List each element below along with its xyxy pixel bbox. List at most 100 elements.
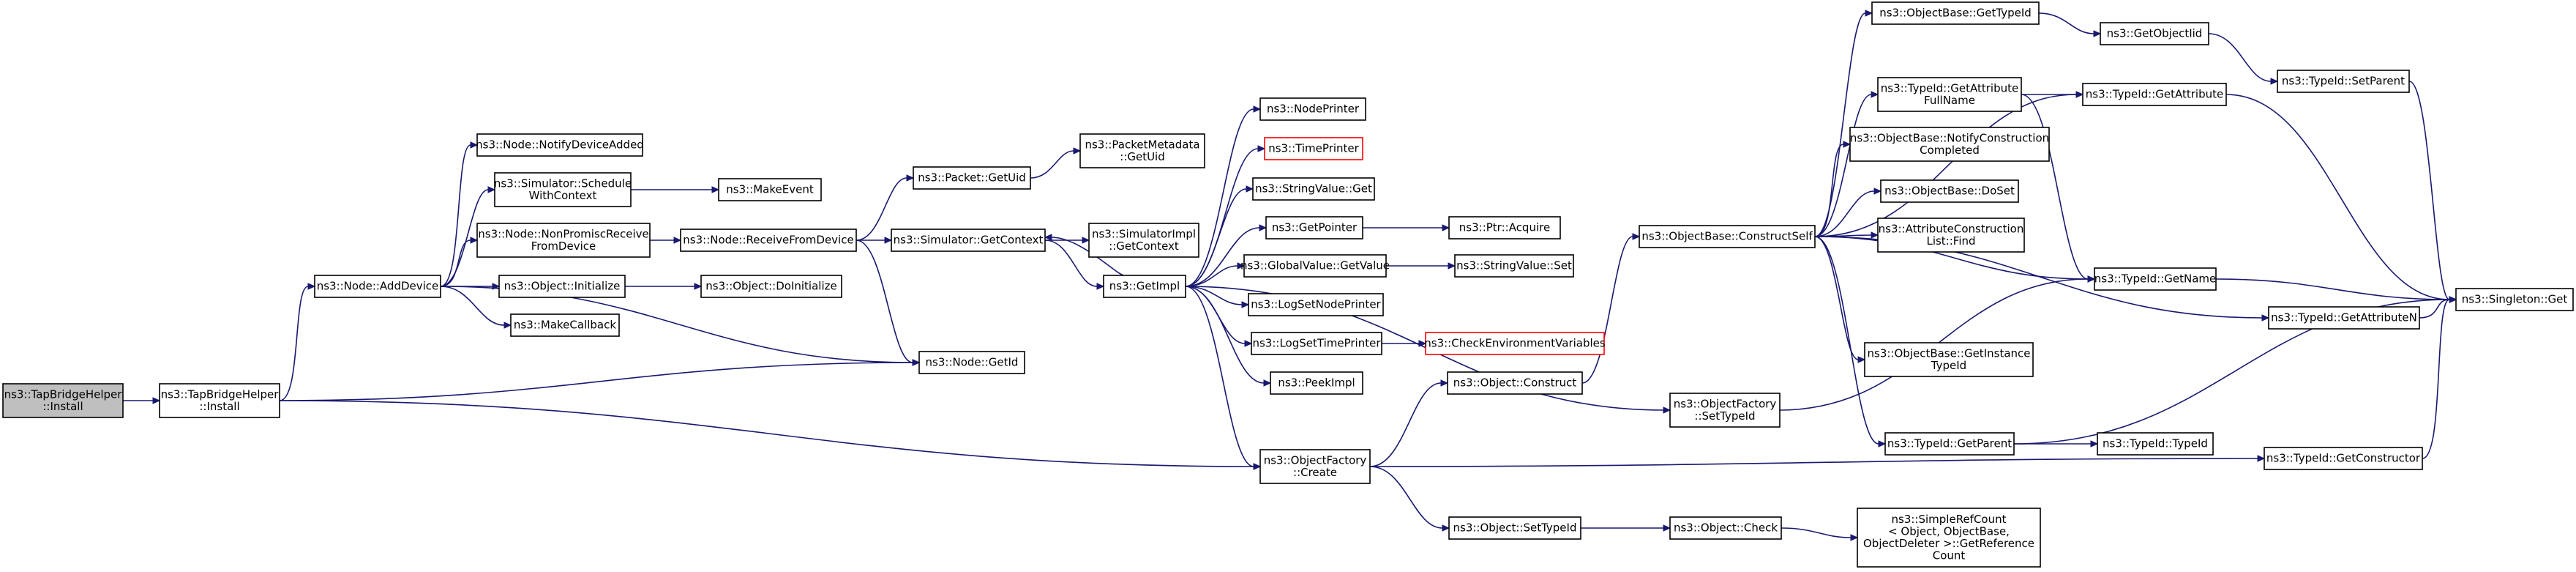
node-box [1669, 516, 1782, 540]
node-label: ns3::TimePrinter [1268, 142, 1359, 155]
node-box [2268, 306, 2420, 330]
node-objconstruct[interactable]: ns3::Object::Construct [1447, 371, 1583, 395]
call-edge [279, 286, 309, 401]
node-getuid[interactable]: ns3::Packet::GetUid [913, 166, 1031, 190]
node-getattributen[interactable]: ns3::TypeId::GetAttributeN [2268, 306, 2420, 330]
node-getattribute[interactable]: ns3::TypeId::GetAttribute [2082, 83, 2227, 106]
edge-arrowhead [1263, 379, 1272, 387]
node-box [1880, 179, 2019, 203]
node-basegettypeid[interactable]: ns3::ObjectBase::GetTypeId [1871, 1, 2040, 25]
node-setparent[interactable]: ns3::TypeId::SetParent [2277, 70, 2410, 93]
edge-arrowhead [1073, 147, 1082, 155]
node-root[interactable]: ns3::TapBridgeHelper::Install [2, 383, 124, 418]
node-ptracquire[interactable]: ns3::Ptr::Acquire [1448, 216, 1561, 239]
node-makecallback[interactable]: ns3::MakeCallback [510, 313, 620, 337]
node-label: ns3::GetObjectIid [2107, 27, 2203, 40]
node-stringset[interactable]: ns3::StringValue::Set [1454, 254, 1574, 278]
node-getid[interactable]: ns3::Node::GetId [918, 351, 1025, 374]
node-label: ::Install [199, 400, 239, 413]
node-label: < Object, ObjectBase, [1888, 524, 2010, 538]
node-label: ns3::LogSetTimePrinter [1252, 337, 1381, 350]
call-edge [1185, 286, 1254, 467]
node-box [1864, 342, 2034, 377]
node-timeprinter[interactable]: ns3::TimePrinter [1264, 137, 1363, 160]
node-box [918, 351, 1025, 374]
node-box [913, 166, 1031, 190]
node-label: ns3::PeekImpl [1278, 376, 1355, 390]
call-edge [1814, 236, 2089, 280]
edge-arrowhead [1253, 463, 1262, 470]
node-globalget[interactable]: ns3::GlobalValue::GetValue [1240, 254, 1390, 278]
edge-arrowhead [711, 186, 720, 193]
node-getconstructor[interactable]: ns3::TypeId::GetConstructor [2264, 447, 2423, 470]
call-edge [855, 239, 913, 363]
node-getparent[interactable]: ns3::TypeId::GetParent [1884, 432, 2015, 456]
node-label: ns3::TypeId::SetParent [2282, 75, 2405, 88]
edge-arrowhead [1632, 233, 1641, 240]
node-metadatagetuid[interactable]: ns3::PacketMetadata::GetUid [1079, 133, 1205, 168]
node-label: ns3::TypeId::GetConstructor [2266, 452, 2421, 465]
node-label: ns3::SimulatorImpl [1092, 227, 1196, 240]
node-label: ns3::Node::NotifyDeviceAdded [476, 138, 644, 152]
node-objsettypeid[interactable]: ns3::Object::SetTypeId [1448, 516, 1581, 540]
node-getcontext[interactable]: ns3::Simulator::GetContext [891, 229, 1046, 252]
edge-arrowhead [487, 186, 496, 193]
node-notifydeviceadded[interactable]: ns3::Node::NotifyDeviceAdded [476, 133, 644, 157]
edge-arrowhead [1871, 91, 1879, 98]
node-nodeprinter[interactable]: ns3::NodePrinter [1259, 97, 1366, 121]
node-constructself[interactable]: ns3::ObjectBase::ConstructSelf [1639, 225, 1816, 248]
edge-arrowhead [1448, 262, 1456, 270]
edge-arrowhead [1241, 301, 1250, 308]
node-label: Completed [1920, 144, 1980, 157]
node-typeidtypeid[interactable]: ns3::TypeId::TypeId [2097, 432, 2214, 456]
node-box [2, 383, 124, 418]
node-label: ns3::PacketMetadata [1085, 138, 1199, 151]
node-box [476, 223, 651, 258]
edge-arrowhead [1418, 340, 1427, 347]
node-stringget[interactable]: ns3::StringValue::Get [1252, 177, 1375, 201]
call-edge [1369, 466, 1443, 529]
node-logsetnode[interactable]: ns3::LogSetNodePrinter [1248, 293, 1384, 316]
node-peekimpl[interactable]: ns3::PeekImpl [1270, 371, 1363, 395]
node-box [1252, 177, 1375, 201]
edge-arrowhead [1246, 185, 1254, 193]
node-box [2094, 267, 2217, 291]
node-install[interactable]: ns3::TapBridgeHelper::Install [159, 383, 280, 418]
node-implgetcontext[interactable]: ns3::SimulatorImpl::GetContext [1088, 223, 1199, 258]
node-box [1425, 332, 1605, 355]
node-notifycompleted[interactable]: ns3::ObjectBase::NotifyConstructionCompl… [1849, 127, 2050, 162]
node-box [1088, 223, 1199, 258]
node-doset[interactable]: ns3::ObjectBase::DoSet [1880, 179, 2019, 203]
call-edge [1369, 382, 1442, 467]
node-factorysettypeid[interactable]: ns3::ObjectFactory::SetTypeId [1669, 393, 1781, 428]
call-edge [1044, 239, 1098, 287]
node-label: ns3::TypeId::GetAttribute [2086, 88, 2223, 101]
edge-arrowhead [1257, 145, 1266, 152]
node-label: WithContext [529, 189, 597, 202]
node-singletonget[interactable]: ns3::Singleton::Get [2455, 288, 2574, 311]
node-makeevent[interactable]: ns3::MakeEvent [718, 178, 822, 201]
node-doinitialize[interactable]: ns3::Object::DoInitialize [700, 275, 842, 298]
node-logsettime[interactable]: ns3::LogSetTimePrinter [1251, 332, 1382, 355]
node-receivefromdevice[interactable]: ns3::Node::ReceiveFromDevice [680, 229, 857, 252]
node-simplerefcount[interactable]: ns3::SimpleRefCount< Object, ObjectBase,… [1857, 508, 2041, 568]
node-label: ns3::ObjectBase::NotifyConstruction [1850, 131, 2049, 144]
node-getobjectiid[interactable]: ns3::GetObjectIid [2100, 22, 2209, 45]
call-edge [2225, 94, 2450, 300]
node-adddevice[interactable]: ns3::Node::AddDevice [314, 275, 441, 298]
node-objcheck[interactable]: ns3::Object::Check [1669, 516, 1782, 540]
node-getname[interactable]: ns3::TypeId::GetName [2094, 267, 2217, 291]
edge-arrowhead [2270, 78, 2279, 85]
edge-arrowhead [1244, 340, 1253, 347]
node-objinitialize[interactable]: ns3::Object::Initialize [498, 275, 626, 298]
node-getpointer[interactable]: ns3::GetPointer [1265, 216, 1363, 239]
node-factorycreate[interactable]: ns3::ObjectFactory::Create [1259, 449, 1371, 484]
node-getimpl[interactable]: ns3::GetImpl [1103, 275, 1186, 298]
node-checkenv[interactable]: ns3::CheckEnvironmentVariables [1424, 332, 1606, 355]
